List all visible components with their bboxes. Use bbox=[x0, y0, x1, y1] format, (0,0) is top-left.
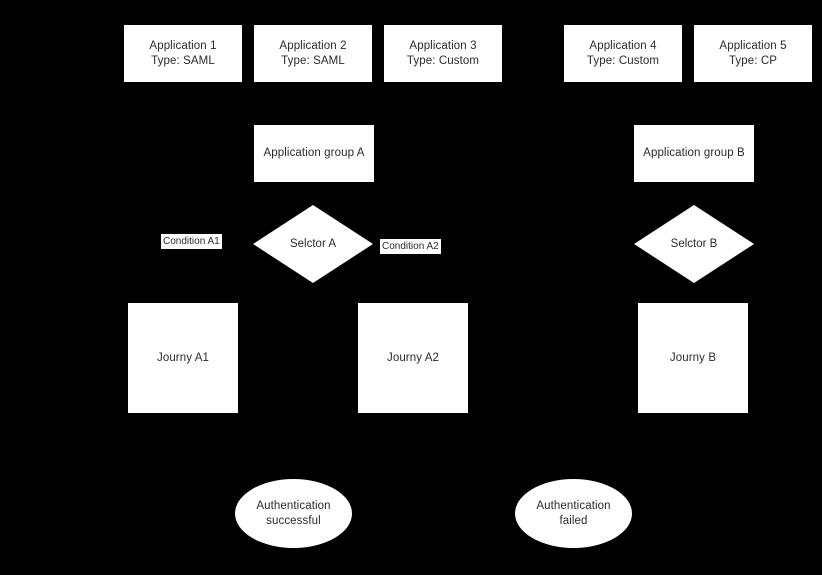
selector-a-label: Selctor A bbox=[289, 237, 337, 250]
application-node-1[interactable]: Application 1 Type: SAML bbox=[124, 25, 242, 82]
condition-a1-label: Condition A1 bbox=[161, 234, 222, 249]
application-group-a-node[interactable]: Application group A bbox=[254, 125, 374, 182]
journey-a1-node[interactable]: Journy A1 bbox=[128, 303, 238, 413]
diamond-shape-icon bbox=[634, 205, 754, 283]
outcome-authentication-successful-node[interactable]: Authentication successful bbox=[235, 479, 352, 548]
diamond-shape-icon bbox=[253, 205, 373, 283]
selector-b-label: Selctor B bbox=[670, 237, 718, 250]
application-node-2[interactable]: Application 2 Type: SAML bbox=[254, 25, 372, 82]
application-node-5[interactable]: Application 5 Type: CP bbox=[694, 25, 812, 82]
application-node-4[interactable]: Application 4 Type: Custom bbox=[564, 25, 682, 82]
condition-a2-label: Condition A2 bbox=[380, 239, 441, 254]
application-node-3[interactable]: Application 3 Type: Custom bbox=[384, 25, 502, 82]
outcome-authentication-failed-node[interactable]: Authentication failed bbox=[515, 479, 632, 548]
application-group-b-node[interactable]: Application group B bbox=[634, 125, 754, 182]
selector-b-node[interactable]: Selctor B bbox=[634, 205, 754, 283]
journey-b-node[interactable]: Journy B bbox=[638, 303, 748, 413]
journey-a2-node[interactable]: Journy A2 bbox=[358, 303, 468, 413]
selector-a-node[interactable]: Selctor A bbox=[253, 205, 373, 283]
